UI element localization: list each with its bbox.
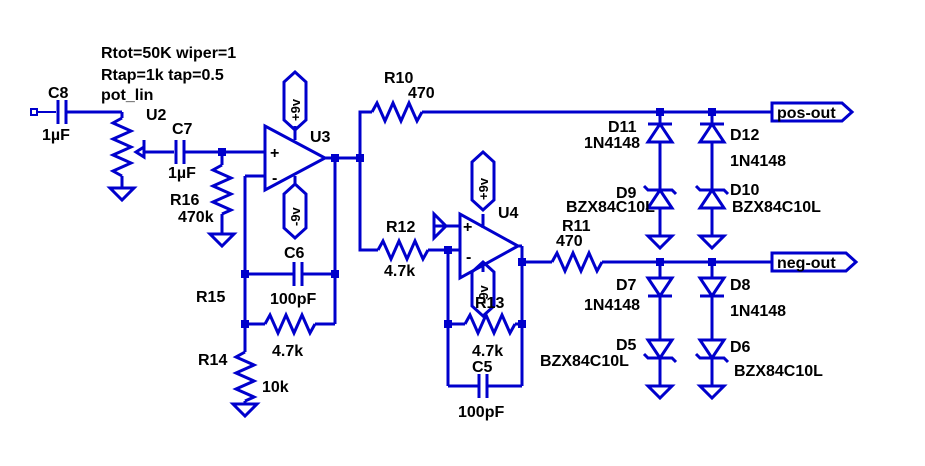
c6-value: 100pF — [270, 291, 316, 308]
d8-value: 1N4148 — [730, 303, 786, 320]
u4-ref: U4 — [498, 205, 519, 222]
d12-value: 1N4148 — [730, 153, 786, 170]
u2-ref: U2 — [146, 107, 167, 124]
r12-ref: R12 — [386, 219, 415, 236]
r14-value: 10k — [262, 379, 289, 396]
d11-value: 1N4148 — [584, 135, 640, 152]
r11-value: 470 — [556, 233, 583, 250]
resistor-r16[interactable] — [206, 152, 238, 249]
d5-value: BZX84C10L — [540, 353, 629, 370]
u4-positive-supply-label: +9v — [476, 177, 491, 200]
c5-ref: C5 — [472, 359, 493, 376]
c6-ref: C6 — [284, 245, 305, 262]
c7-ref: C7 — [172, 121, 193, 138]
capacitor-c6[interactable] — [292, 262, 304, 286]
d11-ref: D11 — [608, 119, 637, 136]
d6-value: BZX84C10L — [734, 363, 823, 380]
u3-negative-supply-label: -9v — [288, 206, 303, 226]
u4-positive-supply-flag[interactable] — [470, 149, 496, 213]
zener-d9[interactable] — [642, 184, 678, 251]
capacitor-c8[interactable] — [56, 100, 122, 124]
d12-ref: D12 — [730, 127, 759, 144]
u3-positive-supply-label: +9v — [288, 98, 303, 121]
d9-value: BZX84C10L — [566, 199, 655, 216]
u3-positive-supply-flag[interactable] — [282, 69, 308, 133]
opamp-u3[interactable] — [222, 123, 335, 193]
u4-plus-mark: + — [463, 219, 472, 236]
u4-minus-mark: - — [466, 249, 471, 266]
input-terminal[interactable] — [30, 108, 56, 116]
r12-value: 4.7k — [384, 263, 415, 280]
zener-d10[interactable] — [694, 184, 730, 251]
u3-negative-supply-flag[interactable] — [282, 181, 308, 241]
port-neg-out[interactable] — [770, 251, 859, 273]
u3-ref: U3 — [310, 129, 331, 146]
resistor-r12[interactable] — [358, 158, 448, 263]
d6-ref: D6 — [730, 339, 751, 356]
r13-value: 4.7k — [472, 343, 503, 360]
r13-ref: R13 — [475, 295, 504, 312]
r16-value: 470k — [178, 209, 214, 226]
resistor-r13[interactable] — [463, 311, 517, 337]
resistor-r15[interactable] — [263, 311, 317, 337]
c7-value: 1µF — [168, 165, 196, 182]
spice-directive-2: Rtap=1k tap=0.5 — [101, 67, 224, 84]
zener-d6[interactable] — [694, 338, 730, 401]
junction-dots — [218, 108, 716, 328]
diode-d7[interactable] — [645, 262, 675, 340]
capacitor-c7[interactable] — [174, 140, 222, 164]
diode-d11[interactable] — [645, 112, 675, 190]
d10-value: BZX84C10L — [732, 199, 821, 216]
port-neg-out-label: neg-out — [777, 255, 836, 272]
diode-d12[interactable] — [697, 112, 727, 190]
d7-ref: D7 — [616, 277, 637, 294]
r15-ref: R15 — [196, 289, 225, 306]
capacitor-c5[interactable] — [477, 374, 489, 398]
r10-ref: R10 — [384, 70, 413, 87]
opamp-u4[interactable] — [448, 211, 522, 281]
u4-negative-supply-label: -9v — [476, 284, 491, 304]
zener-d5[interactable] — [642, 338, 678, 401]
potentiometer-u2[interactable] — [106, 112, 174, 203]
c8-value: 1µF — [42, 127, 70, 144]
spice-directive-1: Rtot=50K wiper=1 — [101, 45, 236, 62]
d10-ref: D10 — [730, 182, 759, 199]
d9-ref: D9 — [616, 185, 637, 202]
spice-directive-3: pot_lin — [101, 87, 153, 104]
r14-ref: R14 — [198, 352, 227, 369]
r15-value: 4.7k — [272, 343, 303, 360]
u3-plus-mark: + — [270, 145, 279, 162]
u3-minus-mark: - — [272, 170, 277, 187]
r16-ref: R16 — [170, 192, 199, 209]
port-pos-out[interactable] — [770, 101, 855, 123]
d8-ref: D8 — [730, 277, 751, 294]
resistor-r11[interactable] — [522, 249, 772, 275]
u4-feedback-wiring[interactable] — [446, 246, 524, 388]
resistor-r14[interactable] — [229, 324, 261, 419]
u4-plus-ground[interactable] — [432, 210, 460, 242]
u4-negative-supply-flag[interactable] — [470, 259, 496, 319]
r11-ref: R11 — [562, 218, 591, 235]
diode-d8[interactable] — [697, 262, 727, 340]
c5-value: 100pF — [458, 404, 504, 421]
d7-value: 1N4148 — [584, 297, 640, 314]
port-pos-out-label: pos-out — [777, 105, 836, 122]
r10-value: 470 — [408, 85, 435, 102]
c8-ref: C8 — [48, 85, 69, 102]
d5-ref: D5 — [616, 337, 637, 354]
